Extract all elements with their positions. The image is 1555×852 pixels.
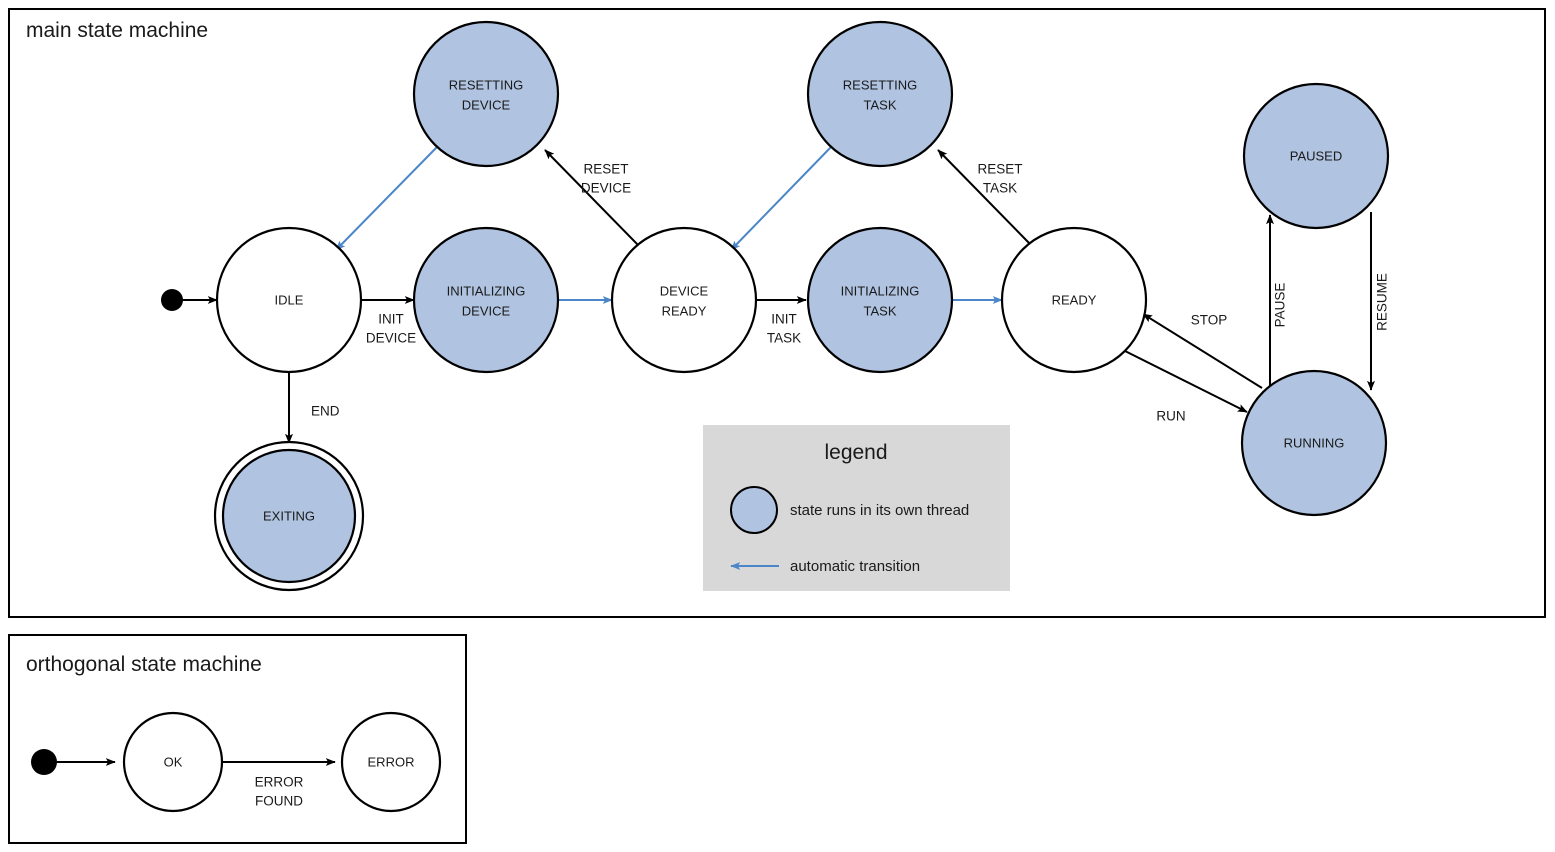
edge-label-reset-task-line1: RESET [977, 162, 1022, 177]
state-exiting[interactable] [221, 448, 357, 584]
state-initializing-device-label-line1: INITIALIZING [447, 283, 526, 298]
state-resetting-device-label-line1: RESETTING [449, 77, 523, 92]
edge-device-ready-to-resetting-device [544, 149, 639, 246]
state-ok-label: OK [164, 754, 183, 769]
state-device-ready-label-line1: DEVICE [660, 283, 709, 298]
edge-label-run: RUN [1156, 409, 1185, 424]
edge-label-init-task-line1: INIT [771, 312, 797, 327]
edge-resetting-task-to-device-ready [730, 146, 832, 251]
edge-label-reset-device-line2: DEVICE [581, 181, 631, 196]
main-frame-title: main state machine [26, 19, 208, 42]
edge-label-reset-device-line1: RESET [583, 162, 628, 177]
edge-label-end: END [311, 404, 340, 419]
state-error-label: ERROR [368, 754, 415, 769]
edge-ready-to-resetting-task [937, 149, 1031, 245]
legend-item-auto-label: automatic transition [790, 558, 920, 575]
state-device-ready[interactable] [610, 226, 758, 374]
edge-label-reset-task-line2: TASK [983, 181, 1017, 196]
state-running-label: RUNNING [1284, 435, 1345, 450]
legend-thread-circle-icon [730, 486, 778, 534]
state-resetting-task[interactable] [806, 20, 954, 168]
edge-label-stop: STOP [1191, 313, 1228, 328]
state-paused[interactable] [1242, 82, 1390, 230]
state-resetting-task-label-line2: TASK [864, 97, 897, 112]
state-initializing-device-label-line2: DEVICE [462, 303, 511, 318]
state-initializing-task[interactable] [806, 226, 954, 374]
main-start-dot [161, 289, 183, 311]
state-initializing-task-label-line2: TASK [864, 303, 897, 318]
state-ready[interactable] [1000, 226, 1148, 374]
orthogonal-frame-title: orthogonal state machine [26, 653, 262, 676]
state-initializing-device[interactable] [412, 226, 560, 374]
edge-running-to-ready [1142, 313, 1263, 389]
state-idle-label: IDLE [275, 292, 304, 307]
edge-label-resume: RESUME [1375, 273, 1390, 331]
state-ready-label: READY [1052, 292, 1097, 307]
edge-label-error-found-line1: ERROR [255, 775, 304, 790]
edge-resetting-device-to-idle [335, 146, 438, 251]
state-resetting-task-label-line1: RESETTING [843, 77, 917, 92]
state-resetting-device-label-line2: DEVICE [462, 97, 511, 112]
state-initializing-task-label-line1: INITIALIZING [841, 283, 920, 298]
state-idle[interactable] [215, 226, 363, 374]
state-paused-label: PAUSED [1290, 148, 1343, 163]
edge-label-init-device-line1: INIT [378, 312, 404, 327]
state-exiting-label: EXITING [263, 508, 315, 523]
state-error[interactable] [340, 711, 442, 813]
edge-label-pause: PAUSE [1273, 283, 1288, 328]
state-running[interactable] [1240, 369, 1388, 517]
legend-item-thread-label: state runs in its own thread [790, 502, 969, 519]
state-device-ready-label-line2: READY [662, 303, 707, 318]
edge-label-init-device-line2: DEVICE [366, 331, 416, 346]
edge-label-error-found-line2: FOUND [255, 794, 303, 809]
edge-ready-to-running [1124, 350, 1248, 413]
state-resetting-device[interactable] [412, 20, 560, 168]
legend-title: legend [824, 441, 887, 464]
edge-label-init-task-line2: TASK [767, 331, 801, 346]
orthogonal-start-dot [31, 749, 57, 775]
